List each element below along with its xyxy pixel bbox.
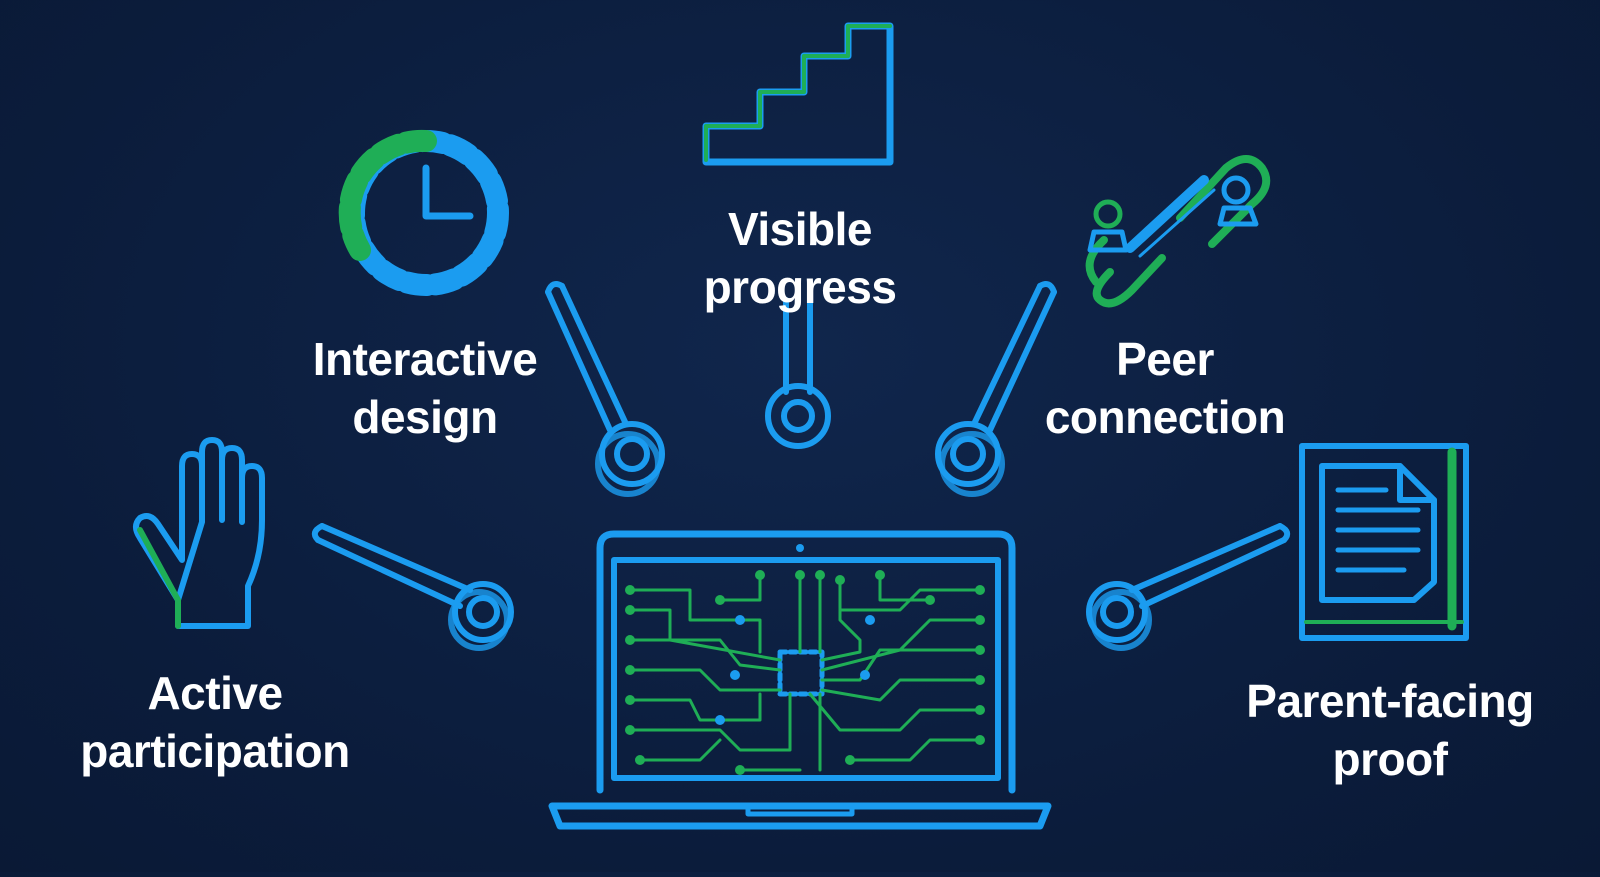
label-active-line2: participation <box>80 725 350 777</box>
connector-left <box>311 523 514 651</box>
label-parent-facing-proof: Parent-facing proof <box>1200 672 1580 788</box>
label-parent-line2: proof <box>1332 733 1448 785</box>
label-visible-line1: Visible <box>728 203 872 255</box>
connector-right <box>1086 523 1291 651</box>
label-active-line1: Active <box>147 667 283 719</box>
label-peer-line1: Peer <box>1116 333 1214 385</box>
label-peer-line2: connection <box>1044 391 1286 443</box>
connector-upper-right <box>935 281 1057 497</box>
laptop-circuit-icon <box>548 530 1052 830</box>
label-active-participation: Active participation <box>40 664 390 780</box>
chain-link-people-icon <box>1085 155 1271 308</box>
clock-icon <box>338 129 509 296</box>
label-peer-connection: Peer connection <box>1020 330 1310 446</box>
label-visible-line2: progress <box>703 261 897 313</box>
label-parent-line1: Parent-facing <box>1246 675 1534 727</box>
document-frame-icon <box>1299 443 1469 641</box>
label-visible-progress: Visible progress <box>670 200 930 316</box>
hand-icon <box>133 437 265 629</box>
connector-upper-left <box>545 281 665 497</box>
connector-top <box>765 297 831 449</box>
label-interactive-line1: Interactive <box>312 333 538 385</box>
label-interactive-design: Interactive design <box>290 330 560 446</box>
stairs-icon <box>702 22 894 166</box>
label-interactive-line2: design <box>352 391 498 443</box>
